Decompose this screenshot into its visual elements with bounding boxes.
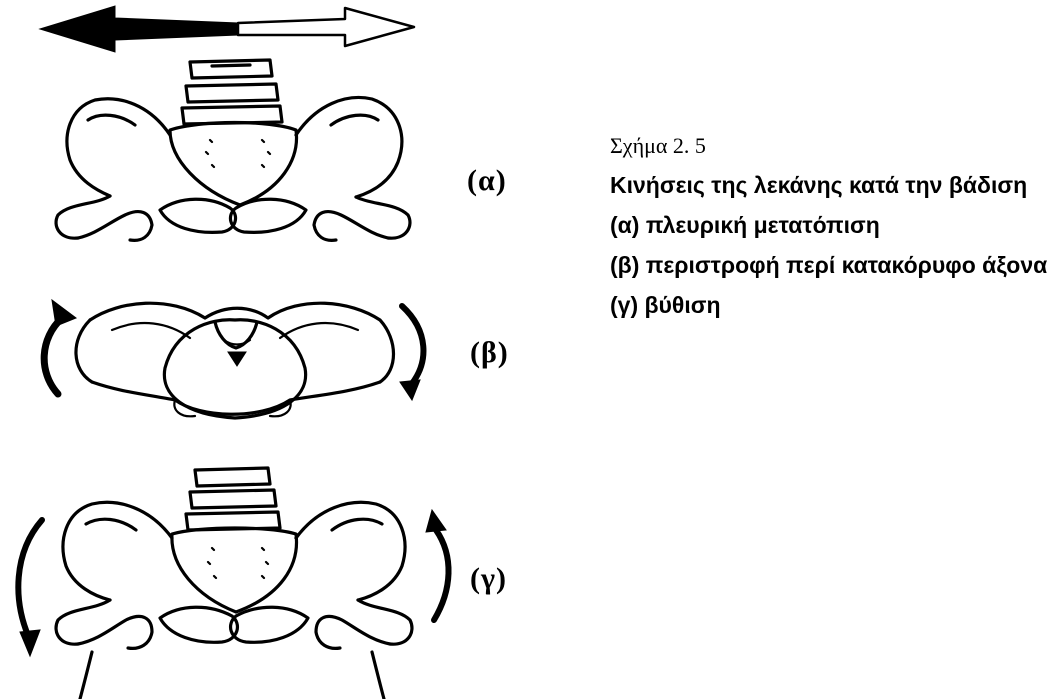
pelvis-gamma-illustration	[56, 468, 412, 699]
caption-item-beta: (β) περιστροφή περί κατακόρυφο άξονα	[610, 252, 1050, 279]
panel-label-gamma: (γ)	[470, 562, 507, 596]
caption-item-alpha: (α) πλευρική μετατόπιση	[610, 212, 1050, 239]
figure-caption: Σχήμα 2. 5 Κινήσεις της λεκάνης κατά την…	[610, 133, 1050, 332]
caption-item-gamma: (γ) βύθιση	[610, 292, 1050, 319]
panel-label-alpha: (α)	[467, 164, 507, 198]
pelvis-beta-illustration	[76, 303, 394, 418]
caption-heading: Κινήσεις της λεκάνης κατά την βάδιση	[610, 172, 1050, 199]
lateral-shift-arrow-icon	[40, 6, 414, 52]
figure-number: Σχήμα 2. 5	[610, 133, 1050, 159]
pelvis-alpha-illustration	[56, 60, 410, 240]
panel-label-beta: (β)	[470, 336, 509, 370]
